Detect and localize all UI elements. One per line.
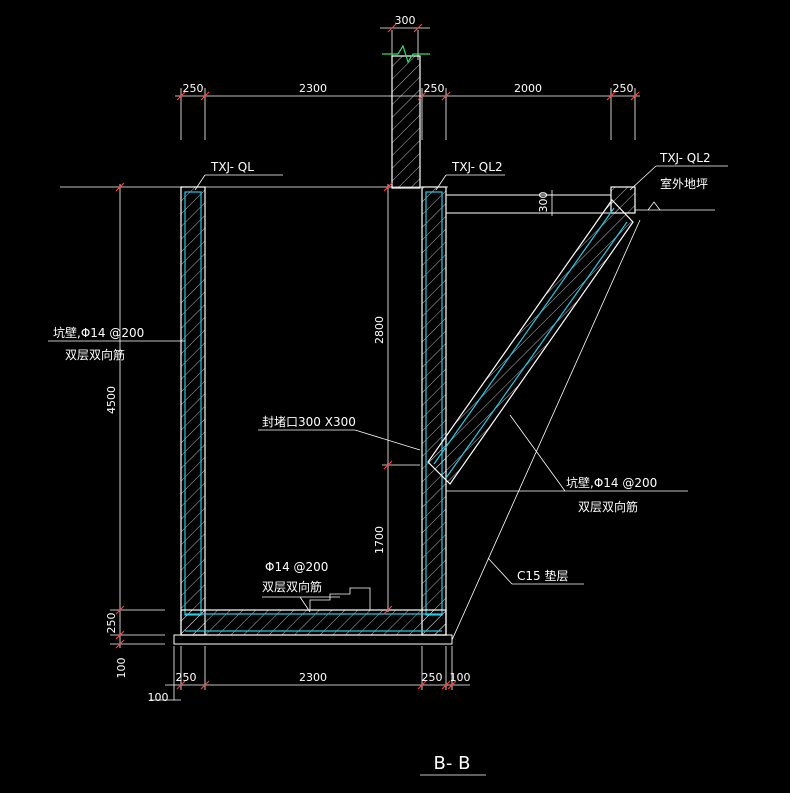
dim-beam-height: 300 [537, 190, 553, 216]
column-above [382, 44, 430, 189]
label-right-wall-note-1: 坑壁,Φ14 @200 [566, 475, 657, 490]
dim-bottom-span: 2300 [299, 671, 327, 684]
label-left-wall-note-2: 双层双向筋 [65, 347, 125, 362]
left-wall [180, 186, 206, 636]
dim-inner-verticals: 2800 1700 [373, 182, 420, 615]
label-base-note-2: 双层双向筋 [262, 579, 322, 594]
diagonal-ramp [427, 199, 634, 485]
label-left-wall-note-1: 坑壁,Φ14 @200 [53, 325, 144, 340]
section-title-group: B- B [420, 753, 486, 776]
dim-pad-thickness: 100 [115, 658, 128, 679]
label-beam-right-group: TXJ- QL2 [629, 151, 728, 191]
label-beam-left-group: TXJ- QL [194, 160, 283, 191]
dim-upper-height: 2800 [373, 316, 386, 344]
right-wall [421, 186, 447, 636]
ground-line [635, 201, 715, 211]
label-beam-mid-group: TXJ- QL2 [435, 160, 505, 191]
label-base-group: Φ14 @200 双层双向筋 [262, 560, 340, 613]
dim-top-right-wall: 250 [613, 82, 634, 95]
label-beam-right: TXJ- QL2 [659, 151, 711, 165]
pad-diagonal-line [451, 219, 641, 641]
dim-bottom-chain: 250 2300 250 100 100 [148, 646, 471, 704]
dim-top-mid-wall: 250 [424, 82, 445, 95]
dim-lower-height: 1700 [373, 526, 386, 554]
label-ground: 室外地坪 [660, 176, 708, 191]
dim-top-chain: 250 2300 250 2000 250 [175, 82, 640, 140]
dim-bottom-left-pad: 100 [148, 691, 169, 704]
dim-total-height: 4500 [105, 386, 118, 414]
section-title: B- B [434, 753, 471, 774]
dim-top-left-wall: 250 [183, 82, 204, 95]
dim-base-thickness: 250 [105, 613, 118, 634]
label-beam-left: TXJ- QL [210, 160, 254, 174]
c15-pad [173, 634, 453, 645]
label-pad-group: C15 垫层 [487, 557, 584, 585]
base-slab [180, 609, 447, 636]
steps [309, 587, 371, 610]
label-right-wall-group: 坑壁,Φ14 @200 双层双向筋 [446, 414, 688, 514]
break-mark-icon [382, 44, 430, 64]
label-beam-mid: TXJ- QL2 [451, 160, 503, 174]
dim-bottom-left-wall: 250 [176, 671, 197, 684]
dim-top-post: 300 [380, 14, 430, 60]
dim-top-left-span: 2300 [299, 82, 327, 95]
dim-beam-height-text: 300 [537, 192, 550, 213]
label-opening-group: 封堵口300 X300 [258, 415, 421, 451]
dim-top-right-span: 2000 [514, 82, 542, 95]
label-opening: 封堵口300 X300 [262, 415, 356, 429]
dim-top-post-text: 300 [395, 14, 416, 27]
label-right-wall-note-2: 双层双向筋 [578, 499, 638, 514]
label-base-note-1: Φ14 @200 [265, 560, 328, 574]
dim-bottom-right-pad: 100 [450, 671, 471, 684]
label-pad: C15 垫层 [517, 568, 568, 583]
label-left-wall-group: 坑壁,Φ14 @200 双层双向筋 [48, 325, 185, 362]
dim-bottom-right-wall: 250 [422, 671, 443, 684]
dim-left-verticals: 4500 250 100 [105, 182, 165, 679]
